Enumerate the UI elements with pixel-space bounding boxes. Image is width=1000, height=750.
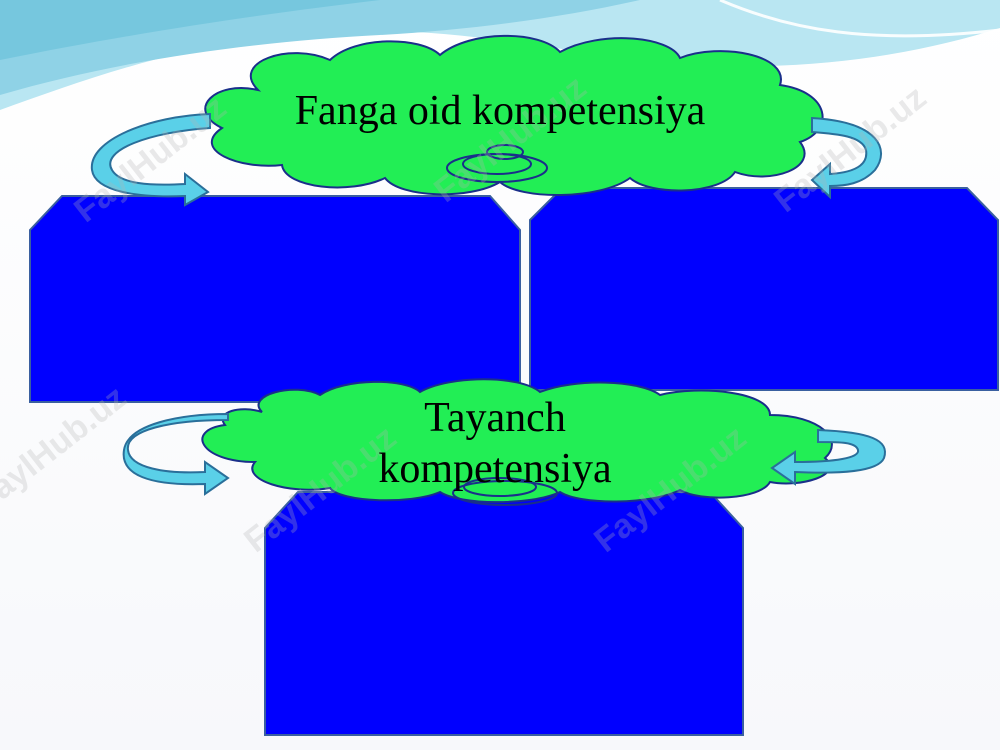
cloud-bottom bbox=[201, 378, 833, 506]
cloud-bottom-label: Tayanch kompetensiya bbox=[330, 393, 660, 495]
header-wave-decoration bbox=[0, 0, 1000, 110]
box-top-right bbox=[529, 187, 999, 391]
cloud-bottom-label-line2: kompetensiya bbox=[378, 446, 612, 493]
arrow-curve-bottom-right bbox=[770, 428, 887, 486]
arrow-curve-bottom-left bbox=[122, 412, 230, 496]
cloud-top bbox=[204, 34, 824, 197]
arrow-curve-top-right bbox=[810, 116, 883, 200]
cloud-bottom-label-line1: Tayanch bbox=[424, 395, 566, 441]
box-bottom bbox=[264, 491, 744, 736]
box-top-left bbox=[29, 195, 521, 403]
arrow-curve-top-left bbox=[90, 112, 211, 207]
cloud-top-label: Fanga oid kompetensiya bbox=[294, 88, 706, 134]
